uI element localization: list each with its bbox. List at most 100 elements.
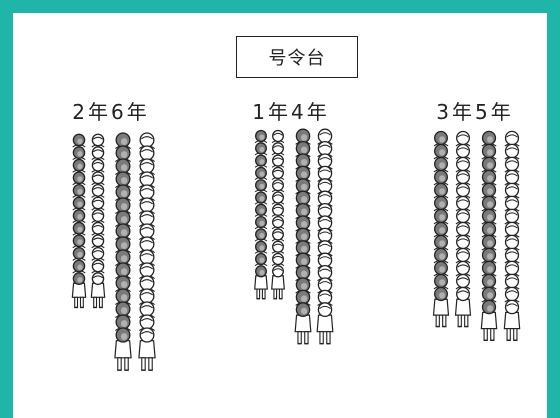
student-figure	[455, 195, 471, 212]
student-figure	[91, 259, 105, 274]
student-figure	[91, 146, 105, 161]
student-figure	[433, 156, 449, 173]
student-figure	[72, 209, 86, 224]
student-figure	[481, 143, 497, 160]
student-figure	[271, 191, 285, 205]
student-figure	[481, 247, 497, 264]
student-figure	[433, 208, 449, 225]
student-figure	[91, 196, 105, 211]
student-figure	[72, 133, 86, 148]
student-figure	[254, 179, 268, 193]
student-figure	[91, 221, 105, 236]
student-figure	[91, 234, 105, 249]
student-figure	[455, 182, 471, 199]
student-figure	[455, 208, 471, 225]
student-figure	[254, 252, 268, 267]
student-figure	[294, 302, 312, 345]
student-figure	[481, 260, 497, 277]
student-column	[432, 130, 450, 328]
student-column	[454, 130, 472, 328]
student-figure	[455, 221, 471, 238]
student-figure	[254, 203, 268, 217]
student-figure	[271, 240, 285, 254]
student-figure	[503, 299, 521, 341]
student-figure	[271, 228, 285, 242]
student-figure	[433, 247, 449, 264]
student-figure	[254, 142, 268, 156]
student-figure	[455, 234, 471, 251]
student-figure	[455, 156, 471, 173]
podium-box: 号令台	[236, 36, 358, 78]
student-figure	[271, 154, 285, 168]
student-figure	[454, 286, 472, 328]
student-figure	[271, 252, 285, 267]
student-figure	[433, 195, 449, 212]
student-figure	[455, 130, 471, 147]
student-figure	[481, 286, 497, 303]
student-figure	[433, 182, 449, 199]
student-figure	[72, 171, 86, 186]
student-column	[90, 133, 106, 309]
student-figure	[271, 166, 285, 181]
student-figure	[91, 171, 105, 186]
student-figure	[433, 130, 449, 147]
student-figure	[254, 191, 268, 205]
student-figure	[433, 234, 449, 251]
student-figure	[271, 203, 285, 217]
student-figure	[433, 169, 449, 186]
student-column	[114, 132, 132, 371]
student-figure	[254, 154, 268, 168]
student-figure	[91, 133, 105, 148]
student-figure	[455, 169, 471, 186]
student-figure	[114, 327, 132, 371]
student-figure	[91, 158, 105, 173]
student-column	[271, 129, 285, 300]
student-figure	[455, 247, 471, 264]
student-figure	[271, 129, 285, 144]
student-figure	[72, 259, 86, 274]
student-figure	[72, 221, 86, 236]
student-column	[294, 128, 312, 345]
student-figure	[433, 143, 449, 160]
student-column	[138, 132, 156, 371]
student-figure	[72, 234, 86, 249]
student-figure	[254, 228, 268, 242]
group-label-left: 2年6年	[72, 100, 150, 124]
student-figure	[317, 264, 333, 282]
student-figure	[254, 166, 268, 181]
student-figure	[316, 302, 334, 345]
student-figure	[254, 240, 268, 254]
student-column	[503, 130, 521, 341]
student-column	[71, 133, 87, 309]
student-figure	[90, 272, 106, 309]
student-column	[480, 130, 498, 341]
student-column	[254, 129, 268, 300]
student-figure	[432, 286, 450, 328]
student-figure	[254, 215, 268, 230]
student-figure	[271, 265, 285, 300]
student-figure	[271, 179, 285, 193]
student-figure	[455, 260, 471, 277]
student-figure	[91, 209, 105, 224]
student-figure	[433, 273, 449, 290]
group-label-right: 3年5年	[436, 100, 514, 124]
group-label-center: 1年4年	[252, 100, 330, 124]
student-figure	[271, 215, 285, 230]
student-figure	[91, 246, 105, 261]
student-figure	[91, 183, 105, 198]
student-figure	[72, 146, 86, 161]
podium-label: 号令台	[268, 48, 326, 69]
student-figure	[433, 260, 449, 277]
student-figure	[455, 143, 471, 160]
student-figure	[72, 196, 86, 211]
student-figure	[254, 129, 268, 144]
student-figure	[480, 299, 498, 341]
student-figure	[72, 183, 86, 198]
student-figure	[271, 142, 285, 156]
student-figure	[138, 327, 156, 371]
student-figure	[254, 265, 268, 300]
student-figure	[72, 246, 86, 261]
student-figure	[71, 272, 87, 309]
student-column	[316, 128, 334, 345]
